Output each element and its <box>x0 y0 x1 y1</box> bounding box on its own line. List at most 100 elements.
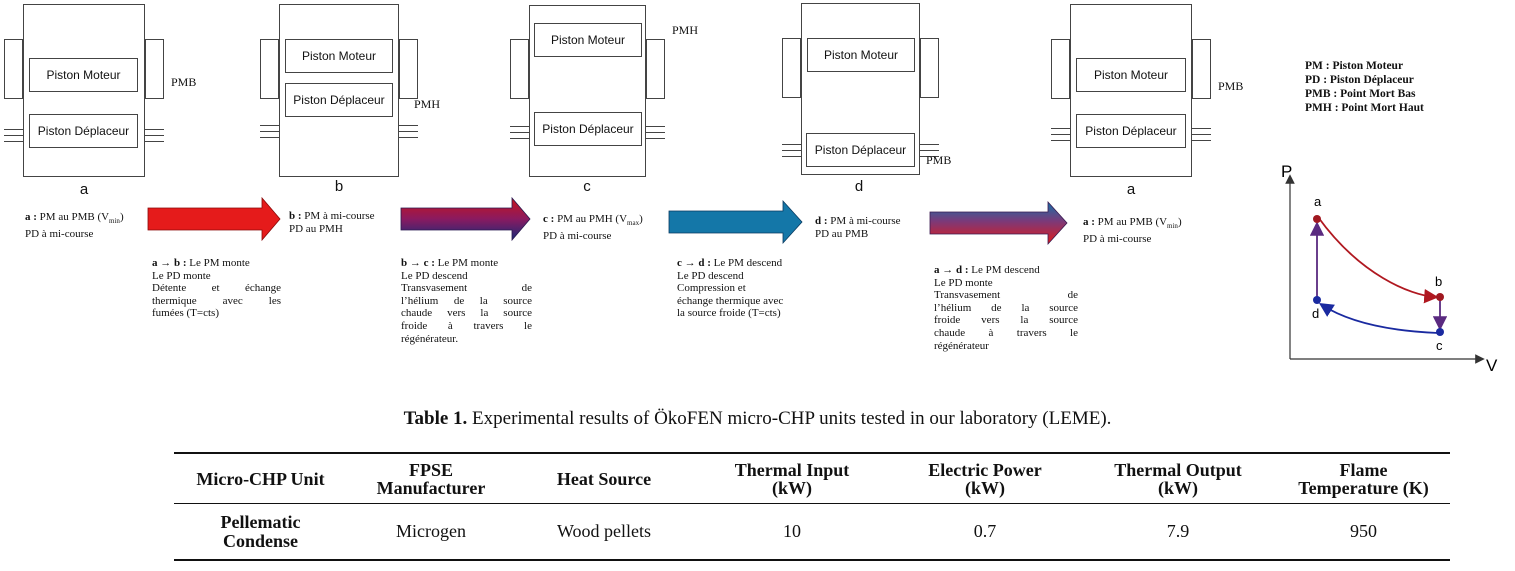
header-thermal-input: Thermal Input(kW) <box>693 452 891 504</box>
cell-manufacturer: Microgen <box>347 503 515 561</box>
state-letter: b <box>334 178 344 195</box>
transition-description-bc: b → c : Le PM monte Le PD descend Transv… <box>401 257 532 345</box>
cell-thermal-input: 10 <box>693 503 891 561</box>
arrow-c-to-d <box>668 199 803 245</box>
arrow-a-to-b <box>147 196 281 242</box>
state-letter: c <box>583 178 591 195</box>
cooler-left <box>260 39 279 99</box>
pipe-line <box>1051 128 1070 129</box>
pipe-line <box>260 131 279 132</box>
point-a-label: a <box>1314 194 1322 209</box>
pipe-line <box>260 137 279 138</box>
pm-position-label: PMB <box>926 153 952 167</box>
state-description-d: d : PM à mi-course PD au PMB <box>815 215 901 240</box>
pipe-line <box>646 132 665 133</box>
pipe-line <box>1051 140 1070 141</box>
pm-position-label: PMH <box>414 97 441 111</box>
header-micro-chp-unit: Micro-CHP Unit <box>174 452 347 504</box>
point-b-label: b <box>1435 274 1442 289</box>
pipe-line <box>1051 134 1070 135</box>
legend-item: PMH : Point Mort Haut <box>1305 102 1424 114</box>
pipe-line <box>920 156 939 157</box>
header-thermal-output: Thermal Output(kW) <box>1079 452 1277 504</box>
transition-arrows <box>147 196 1068 246</box>
arrow-a-to-d <box>929 200 1068 246</box>
point-d-label: d <box>1312 306 1319 321</box>
cooler-right <box>145 39 164 99</box>
x-axis-label: V <box>1486 356 1498 375</box>
pipe-line <box>1192 134 1211 135</box>
y-axis-label: P <box>1281 162 1292 181</box>
point-b <box>1436 293 1444 301</box>
pipe-line <box>1192 140 1211 141</box>
cooler-right <box>1192 39 1211 99</box>
legend-item: PD : Piston Déplaceur <box>1305 74 1414 86</box>
pipe-line <box>782 144 801 145</box>
cooler-left <box>510 39 529 99</box>
pipe-line <box>399 131 418 132</box>
pipe-line <box>145 141 164 142</box>
state-description-c: c : PM au PMH (Vmax) PD à mi-course <box>543 213 643 243</box>
legend-item: PM : Piston Moteur <box>1305 60 1404 72</box>
process-c-d <box>1318 303 1439 334</box>
piston-moteur: Piston Moteur <box>29 58 138 92</box>
arrow-b-to-c <box>400 196 531 242</box>
pipe-line <box>646 126 665 127</box>
pipe-line <box>646 138 665 139</box>
cooler-right <box>920 38 939 98</box>
pipe-line <box>1192 128 1211 129</box>
cooler-left <box>1051 39 1070 99</box>
transition-description-cd: c → d : Le PM descend Le PD descend Comp… <box>677 257 784 320</box>
state-description-b: b : PM à mi-course PD au PMH <box>289 210 375 235</box>
point-a <box>1313 215 1321 223</box>
pipe-line <box>510 132 529 133</box>
piston-deplaceur: Piston Déplaceur <box>806 133 915 167</box>
pm-position-label: PMB <box>1218 79 1244 93</box>
pipe-line <box>920 144 939 145</box>
state-letter: a <box>79 181 89 198</box>
pipe-line <box>4 135 23 136</box>
piston-deplaceur: Piston Déplaceur <box>29 114 138 148</box>
pipe-line <box>920 150 939 151</box>
header-heat-source: Heat Source <box>515 452 693 504</box>
piston-deplaceur: Piston Déplaceur <box>1076 114 1186 148</box>
process-a-b <box>1317 216 1439 304</box>
piston-moteur: Piston Moteur <box>807 38 915 72</box>
cooler-right <box>646 39 665 99</box>
transition-description-ad: a → d : Le PM descend Le PD monte Transv… <box>934 264 1078 352</box>
pipe-line <box>399 137 418 138</box>
pipe-line <box>260 125 279 126</box>
cooler-left <box>782 38 801 98</box>
piston-deplaceur: Piston Déplaceur <box>285 83 393 117</box>
cell-electric-power: 0.7 <box>891 503 1079 561</box>
table-caption: Table 1. Experimental results of ÖkoFEN … <box>403 408 1112 429</box>
cell-thermal-output: 7.9 <box>1079 503 1277 561</box>
point-d <box>1313 296 1321 304</box>
pipe-line <box>782 150 801 151</box>
pv-diagram: P V a b c d <box>1281 162 1498 375</box>
cooler-right <box>399 39 418 99</box>
abbreviation-legend: PM : Piston Moteur PD : Piston Déplaceur… <box>1305 59 1424 115</box>
state-letter: a <box>1126 181 1136 198</box>
pipe-line <box>145 129 164 130</box>
pipe-line <box>510 126 529 127</box>
pipe-line <box>399 125 418 126</box>
pm-position-label: PMH <box>672 23 699 37</box>
piston-moteur: Piston Moteur <box>1076 58 1186 92</box>
legend-item: PMB : Point Mort Bas <box>1305 88 1416 100</box>
transition-description-ab: a → b : Le PM monte Le PD monte Détente … <box>152 257 281 320</box>
point-c <box>1436 328 1444 336</box>
header-electric-power: Electric Power(kW) <box>891 452 1079 504</box>
state-description-a1: a : PM au PMB (Vmin) PD à mi-course <box>25 211 124 241</box>
pipe-line <box>510 138 529 139</box>
piston-moteur: Piston Moteur <box>534 23 642 57</box>
pm-position-label: PMB <box>171 75 197 89</box>
point-c-label: c <box>1436 338 1443 353</box>
cell-flame-temperature: 950 <box>1277 503 1450 561</box>
pipe-line <box>782 156 801 157</box>
